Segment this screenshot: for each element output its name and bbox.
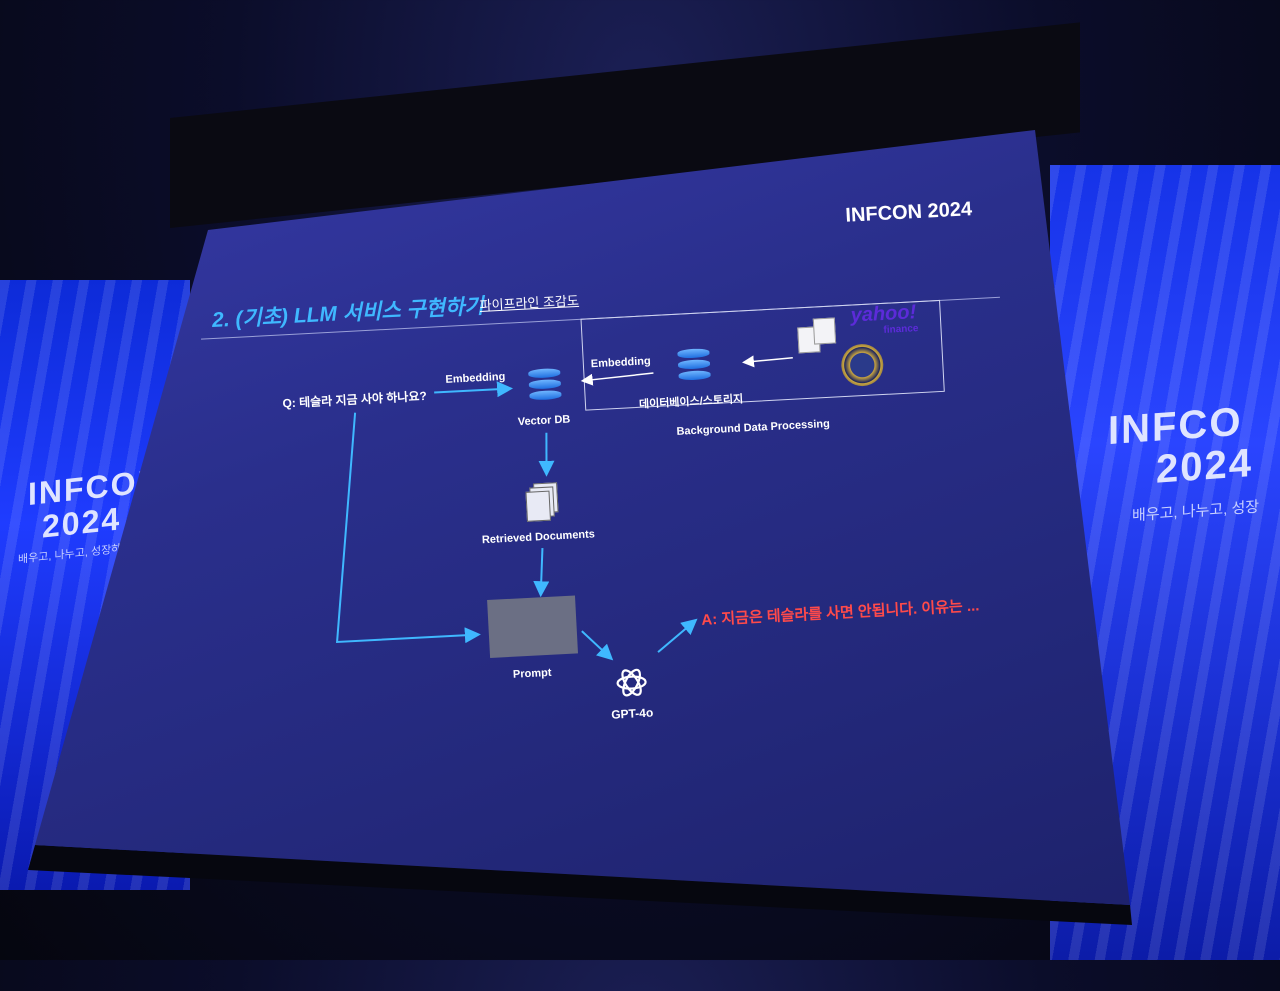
- arrow-prompt-to-gpt: [581, 630, 614, 661]
- arrow-source-to-storage: [742, 355, 793, 368]
- vector-db-icon: [528, 367, 562, 408]
- arrow-vectordb-to-docs: [538, 432, 555, 477]
- document-files-icon: [797, 317, 839, 357]
- right-banner-logo: INFCO 2024: [1108, 400, 1253, 494]
- arrow-docs-to-prompt: [533, 548, 550, 598]
- prompt-label: Prompt: [512, 666, 552, 681]
- openai-logo-icon: [613, 664, 651, 702]
- model-label: GPT-4o: [610, 705, 654, 722]
- arrow-question-to-prompt: [335, 412, 481, 644]
- retrieved-documents-icon: [525, 482, 559, 522]
- arrow-gpt-to-answer: [657, 618, 698, 653]
- prompt-card: [487, 595, 578, 658]
- arrow-storage-to-vectordb: [580, 372, 654, 386]
- storage-db-icon: [677, 348, 711, 388]
- arrow-question-to-vectordb: [434, 381, 514, 398]
- yahoo-finance-sub: finance: [883, 323, 919, 336]
- projection-screen: INFCON 2024 2. (기초) LLM 서비스 구현하기 파이프라인 조…: [35, 130, 1130, 905]
